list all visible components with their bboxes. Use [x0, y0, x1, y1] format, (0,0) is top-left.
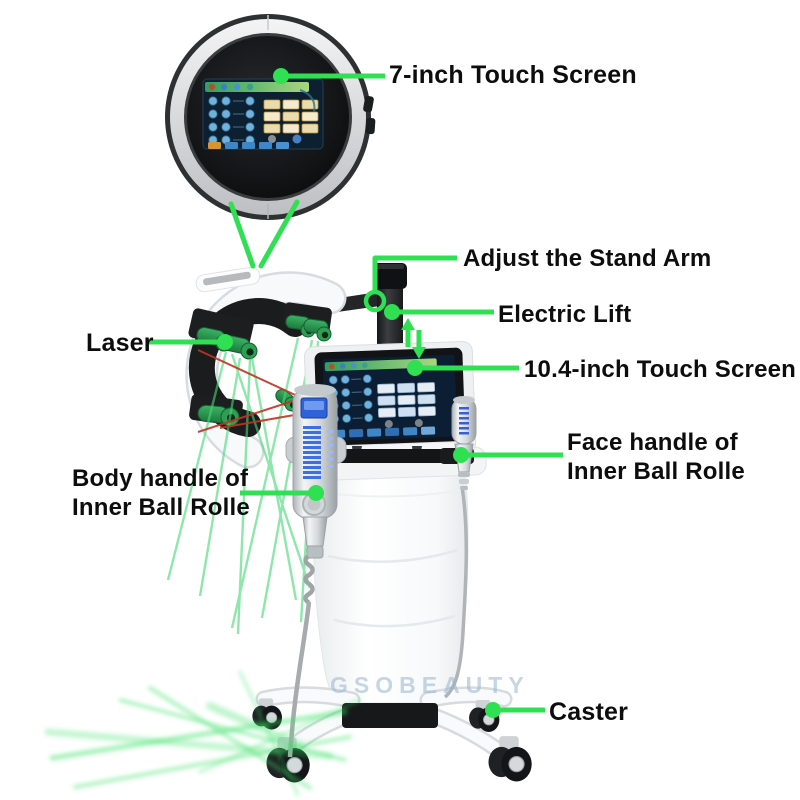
handlebar	[325, 446, 456, 463]
screen-inset-circle	[165, 14, 376, 220]
label-body-handle: Body handle of Inner Ball Rolle	[72, 464, 250, 522]
inset-pointer-lines	[228, 199, 300, 269]
label-adjust-stand-arm: Adjust the Stand Arm	[463, 245, 712, 272]
callouts	[147, 68, 563, 718]
label-face-handle: Face handle of Inner Ball Rolle	[567, 428, 745, 486]
laser-beams-red	[197, 349, 309, 433]
label-104inch-touch-screen: 10.4-inch Touch Screen	[524, 356, 797, 383]
floor-laser-glow	[44, 670, 362, 797]
label-face-handle-line2: Inner Ball Rolle	[567, 458, 745, 486]
handle-cables	[287, 485, 469, 758]
caster-front-right	[488, 736, 532, 782]
label-body-handle-line2: Inner Ball Rolle	[72, 494, 250, 522]
label-7inch-touch-screen: 7-inch Touch Screen	[389, 61, 637, 89]
callout-line-stand-arm	[372, 255, 457, 292]
label-laser: Laser	[86, 329, 154, 357]
lift-up-arrow-icon	[401, 318, 415, 347]
label-electric-lift: Electric Lift	[498, 301, 632, 328]
label-body-handle-line1: Body handle of	[72, 465, 249, 492]
label-caster: Caster	[549, 698, 629, 726]
label-face-handle-line1: Face handle of	[567, 429, 738, 456]
watermark: GSOBEAUTY	[330, 672, 530, 698]
touch-screen-104	[322, 354, 458, 442]
lift-down-arrow-icon	[412, 330, 426, 359]
touch-screen-7	[202, 78, 324, 150]
body-handle	[285, 384, 347, 559]
